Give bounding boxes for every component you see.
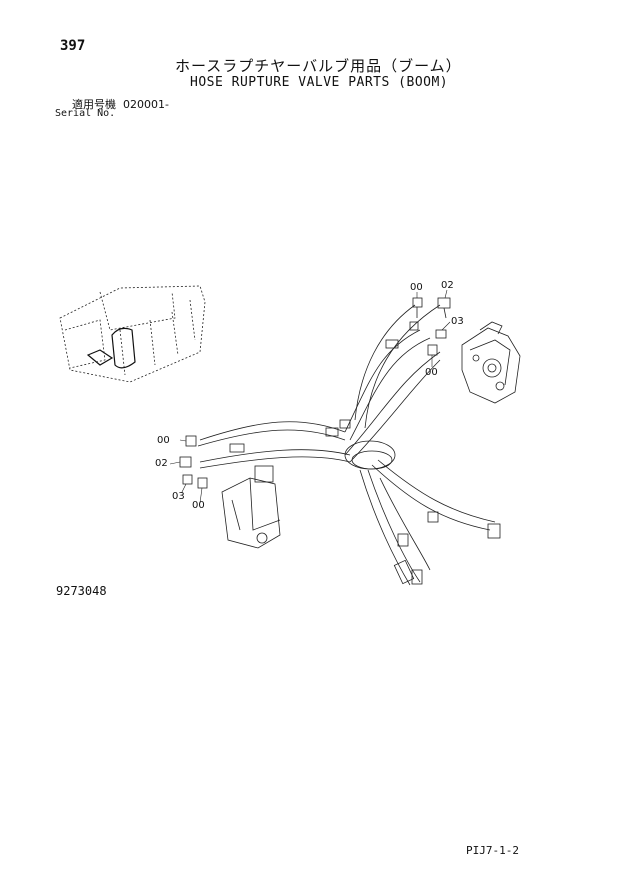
left-fittings: [179, 435, 208, 489]
callout-left-03: 03: [172, 491, 185, 502]
serial-value: 020001-: [123, 98, 169, 111]
page-code: PIJ7-1-2: [466, 844, 519, 857]
callout-right-00-top: 00: [410, 282, 423, 293]
callout-left-02: 02: [155, 458, 168, 469]
serial-label-english: Serial No.: [55, 108, 116, 119]
callout-right-03: 03: [451, 316, 464, 327]
figure-number: 9273048: [56, 584, 107, 598]
callout-left-00-bottom: 00: [192, 500, 205, 511]
hose-bundle: [197, 304, 501, 586]
serial-label-jp: 適用号機: [72, 98, 116, 111]
callout-right-02: 02: [441, 280, 454, 291]
callout-right-00-bottom: 00: [425, 367, 438, 378]
left-valve-block: [221, 465, 281, 549]
title-japanese: ホースラプチヤーバルブ用品（ブーム）: [175, 57, 462, 75]
callout-left-00-top: 00: [157, 435, 170, 446]
machine-overview-highlight: [86, 327, 136, 369]
title-english: HOSE RUPTURE VALVE PARTS (BOOM): [190, 75, 449, 90]
right-fittings: [409, 297, 451, 356]
page-number: 397: [60, 38, 86, 54]
callout-leaders: [169, 289, 451, 504]
right-valve-block: [461, 321, 521, 404]
serial-line-japanese: 適用号機 020001-: [72, 96, 169, 112]
